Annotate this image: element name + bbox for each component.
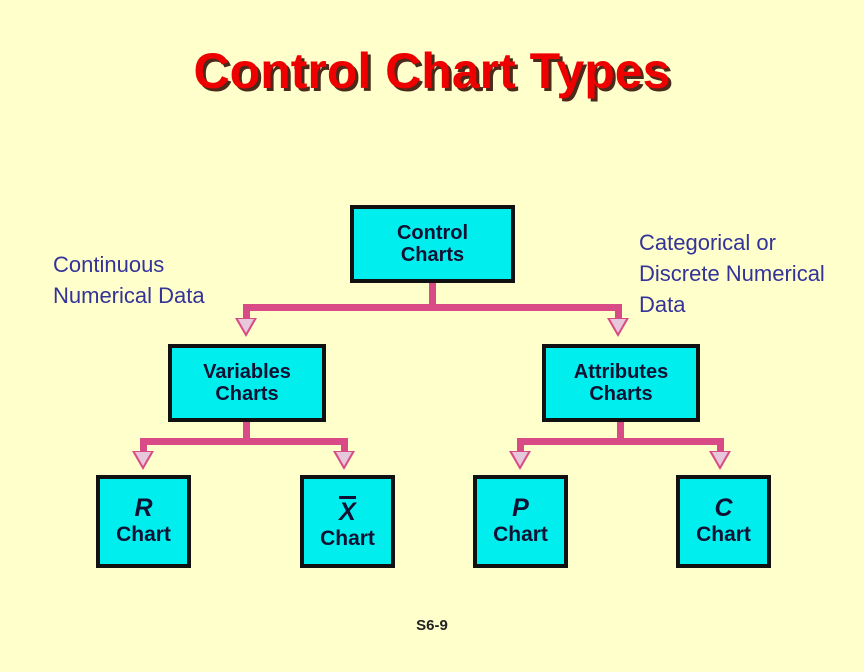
node-attributes-charts[interactable]: Attributes Charts [542, 344, 700, 422]
node-control-charts[interactable]: Control Charts [350, 205, 515, 283]
node-control-charts-line2: Charts [400, 244, 465, 266]
connector-root-drop-left [243, 304, 250, 320]
arrowhead-to-p-chart [509, 451, 531, 470]
annotation-right-line1: Categorical or [639, 230, 776, 255]
annotation-left-line1: Continuous [53, 252, 165, 277]
page-title: Control Chart Types [193, 43, 671, 99]
node-r-chart-word: Chart [116, 523, 171, 547]
connector-variables-bus [140, 438, 348, 445]
annotation-left-line2: Numerical Data [53, 283, 205, 309]
node-c-chart-word: Chart [696, 523, 751, 547]
arrowhead-to-attributes [607, 318, 629, 337]
node-p-chart-symbol: P [512, 494, 529, 523]
arrowhead-to-variables [235, 318, 257, 337]
node-attributes-charts-line1: Attributes [573, 360, 669, 383]
node-attributes-charts-line2: Charts [589, 383, 653, 405]
arrowhead-to-c-chart [709, 451, 731, 470]
node-r-chart-symbol: R [134, 494, 153, 523]
node-xbar-chart-symbol: X [339, 496, 356, 527]
connector-variables-stem [243, 422, 250, 444]
node-c-chart[interactable]: C Chart [676, 475, 771, 568]
annotation-continuous-numerical-data: Continuous Numerical Data [53, 249, 205, 311]
arrowhead-to-xbar-chart [333, 451, 355, 470]
node-variables-charts[interactable]: Variables Charts [168, 344, 326, 422]
annotation-right-line3: Data [639, 292, 686, 318]
connector-variables-drop-left [140, 438, 147, 452]
node-variables-charts-line2: Charts [215, 383, 279, 405]
slide-number: S6-9 [416, 617, 448, 634]
annotation-categorical-discrete-numerical-data: Categorical or Discrete Numerical Data [639, 227, 825, 321]
node-xbar-chart[interactable]: X Chart [300, 475, 395, 568]
node-xbar-chart-word: Chart [320, 527, 375, 551]
connector-root-stem [429, 283, 436, 311]
connector-variables-drop-right [341, 438, 348, 452]
node-variables-charts-line1: Variables [203, 360, 291, 383]
connector-attributes-drop-left [517, 438, 524, 452]
annotation-right-line2: Discrete Numerical [639, 261, 825, 287]
node-c-chart-symbol: C [714, 494, 733, 523]
connector-attributes-drop-right [717, 438, 724, 452]
node-r-chart[interactable]: R Chart [96, 475, 191, 568]
connector-attributes-stem [617, 422, 624, 444]
node-control-charts-line1: Control [396, 221, 469, 244]
connector-attributes-bus [517, 438, 724, 445]
connector-root-bus [243, 304, 622, 311]
arrowhead-to-r-chart [132, 451, 154, 470]
connector-root-drop-right [615, 304, 622, 320]
node-p-chart[interactable]: P Chart [473, 475, 568, 568]
node-p-chart-word: Chart [493, 523, 548, 547]
